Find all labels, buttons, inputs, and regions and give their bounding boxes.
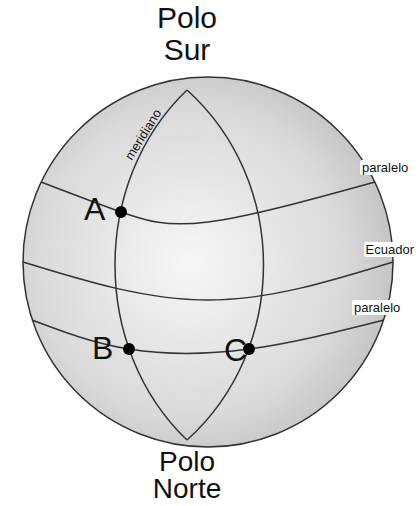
equator-label: Ecuador — [364, 242, 416, 257]
pole-label: Polo Norte — [137, 448, 237, 502]
point-label: A — [84, 192, 105, 226]
point-dot — [115, 206, 127, 218]
meridian-line — [187, 90, 264, 440]
parallel-line — [32, 320, 384, 353]
meridian-line — [115, 90, 187, 440]
point-label: B — [92, 331, 113, 365]
pole-label: Polo Sur — [137, 2, 237, 66]
parallel-label: paralelo — [360, 160, 410, 175]
point-dot — [123, 343, 135, 355]
equator-line — [23, 262, 393, 300]
point-label: C — [224, 333, 247, 367]
parallel-label: paralelo — [352, 300, 402, 315]
globe-outline — [23, 77, 393, 447]
